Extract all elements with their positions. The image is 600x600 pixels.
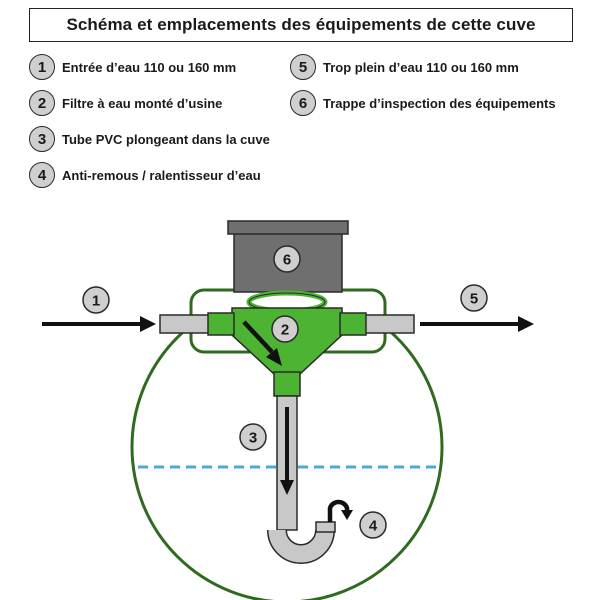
badge-hatch-label: 6 <box>283 252 291 269</box>
legend-badge-3: 3 <box>29 126 55 152</box>
badge-anti-remous: 4 <box>359 511 387 539</box>
legend-badge-4: 4 <box>29 162 55 188</box>
badge-inlet-label: 1 <box>92 293 100 310</box>
anti-remous-arrow-shaft <box>327 499 350 522</box>
badge-overflow: 5 <box>460 284 488 312</box>
filter-arrow-head <box>266 348 282 366</box>
overflow-arrow-head <box>518 316 534 332</box>
filter-inlet-connector <box>207 312 235 336</box>
tube-arrow-head <box>280 480 294 495</box>
legend-badge-5: 5 <box>290 54 316 80</box>
legend-badge-1: 1 <box>29 54 55 80</box>
badge-inlet: 1 <box>82 286 110 314</box>
u-bend <box>268 529 334 563</box>
badge-hatch: 6 <box>273 245 301 273</box>
filter-arrow-shaft <box>242 320 274 354</box>
badge-anti-remous-label: 4 <box>369 518 378 535</box>
anti-remous-arrow-head <box>341 510 353 520</box>
page-title: Schéma et emplacements des équipements d… <box>66 15 536 34</box>
legend-item-1: 1 Entrée d’eau 110 ou 160 mm <box>29 53 236 81</box>
legend-label-5: Trop plein d’eau 110 ou 160 mm <box>323 59 519 75</box>
legend-label-1: Entrée d’eau 110 ou 160 mm <box>62 59 237 75</box>
legend-badge-6: 6 <box>290 90 316 116</box>
badge-tube-label: 3 <box>249 430 257 447</box>
legend-label-3: Tube PVC plongeant dans la cuve <box>62 131 270 147</box>
badge-filter: 2 <box>271 315 299 343</box>
hatch-lid <box>227 220 349 235</box>
filter-outlet-connector <box>339 312 367 336</box>
overflow-pipe <box>361 314 415 334</box>
legend-label-4: Anti-remous / ralentisseur d’eau <box>62 167 261 183</box>
title-box: Schéma et emplacements des équipements d… <box>29 8 573 42</box>
legend-badge-2: 2 <box>29 90 55 116</box>
legend-item-4: 4 Anti-remous / ralentisseur d’eau <box>29 161 261 189</box>
inlet-arrow-head <box>140 316 156 332</box>
legend-label-2: Filtre à eau monté d’usine <box>62 95 223 111</box>
badge-overflow-label: 5 <box>470 291 478 308</box>
legend-item-2: 2 Filtre à eau monté d’usine <box>29 89 222 117</box>
inlet-pipe <box>159 314 213 334</box>
badge-filter-label: 2 <box>281 322 289 339</box>
filter-bottom-connector <box>273 371 301 397</box>
badge-tube: 3 <box>239 423 267 451</box>
u-bend-end <box>315 521 336 533</box>
legend-item-5: 5 Trop plein d’eau 110 ou 160 mm <box>290 53 519 81</box>
legend-label-6: Trappe d’inspection des équipements <box>323 95 556 111</box>
legend-item-6: 6 Trappe d’inspection des équipements <box>290 89 556 117</box>
legend-item-3: 3 Tube PVC plongeant dans la cuve <box>29 125 270 153</box>
